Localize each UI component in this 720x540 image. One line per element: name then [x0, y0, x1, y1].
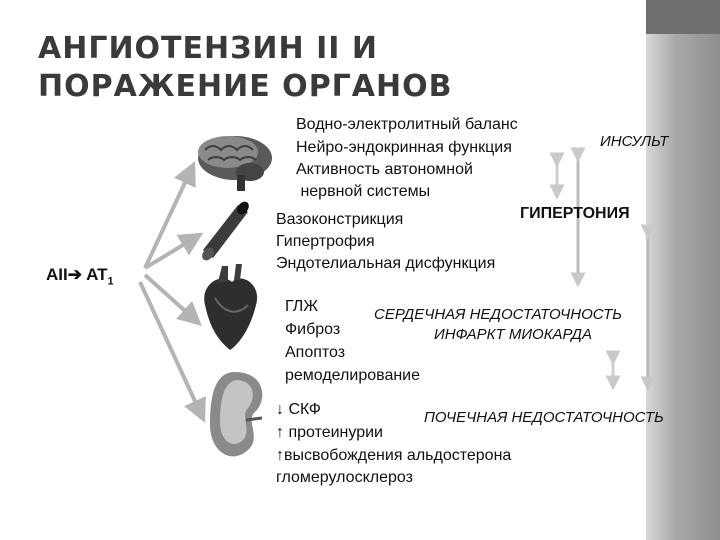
heart-line-4: ремоделирование	[285, 367, 421, 384]
kidney-line-2: ↑ протеинурии	[276, 423, 383, 443]
kidney-proteinuria-label: протеинурии	[288, 424, 383, 441]
arrow-to-heart	[143, 273, 202, 327]
brain-line-4: нервной системы	[296, 183, 431, 200]
kidney-line-1: ↓ СКФ	[276, 400, 321, 420]
heart-line-2: Фиброз	[285, 321, 341, 338]
heart-image	[204, 264, 258, 350]
right-decorative-band	[646, 0, 720, 540]
vessel-image	[202, 201, 249, 261]
vessels-line-3: Эндотелиальная дисфункция	[276, 255, 496, 272]
brain-line-2: Нейро-эндокринная функция	[296, 139, 512, 156]
heart-line-3: Апоптоз	[285, 344, 346, 361]
arrow-to-brain	[143, 161, 196, 269]
brain-line-1: Водно-электролитный баланс	[296, 116, 518, 133]
vessels-line-1: Вазоконстрикция	[276, 211, 404, 228]
right-arrow-icon: ➔	[67, 265, 82, 284]
kidney-image	[210, 372, 263, 457]
agonist-label: AII	[46, 265, 68, 284]
vessels-line-2: Гипертрофия	[276, 233, 375, 250]
arrow-to-kidney	[138, 281, 206, 423]
kidney-line-3: ↑высвобождения альдостерона	[276, 446, 511, 466]
kidney-aldosterone-label: высвобождения альдостерона	[284, 447, 512, 464]
arrow-to-vessel	[143, 232, 204, 270]
kidney-line-4: гломерулосклероз	[276, 469, 413, 486]
heart-outcome-2: ИНФАРКТ МИОКАРДА	[434, 326, 592, 343]
kidney-gfr-label: СКФ	[288, 401, 321, 418]
kidney-outcome: ПОЧЕЧНАЯ НЕДОСТАТОЧНОСТЬ	[424, 409, 664, 426]
page-title: АНГИОТЕНЗИН II И ПОРАЖЕНИЕ ОРГАНОВ	[38, 31, 453, 104]
vessels-outcome: ГИПЕРТОНИЯ	[520, 205, 630, 222]
up-arrow-icon: ↑	[276, 447, 284, 464]
heart-line-1: ГЛЖ	[285, 298, 319, 315]
receptor-label: AII➔ AT1	[46, 265, 114, 291]
heart-outcome-1: СЕРДЕЧНАЯ НЕДОСТАТОЧНОСТЬ	[374, 306, 622, 323]
down-arrow-icon: ↓	[276, 401, 284, 418]
brain-outcome: ИНСУЛЬТ	[600, 133, 669, 150]
receptor-name: AT	[86, 265, 108, 284]
top-decorative-strip	[646, 0, 720, 34]
up-arrow-icon: ↑	[276, 424, 284, 441]
brain-image	[198, 136, 272, 191]
brain-line-3: Активность автономной	[296, 161, 473, 178]
receptor-subscript: 1	[107, 275, 114, 288]
